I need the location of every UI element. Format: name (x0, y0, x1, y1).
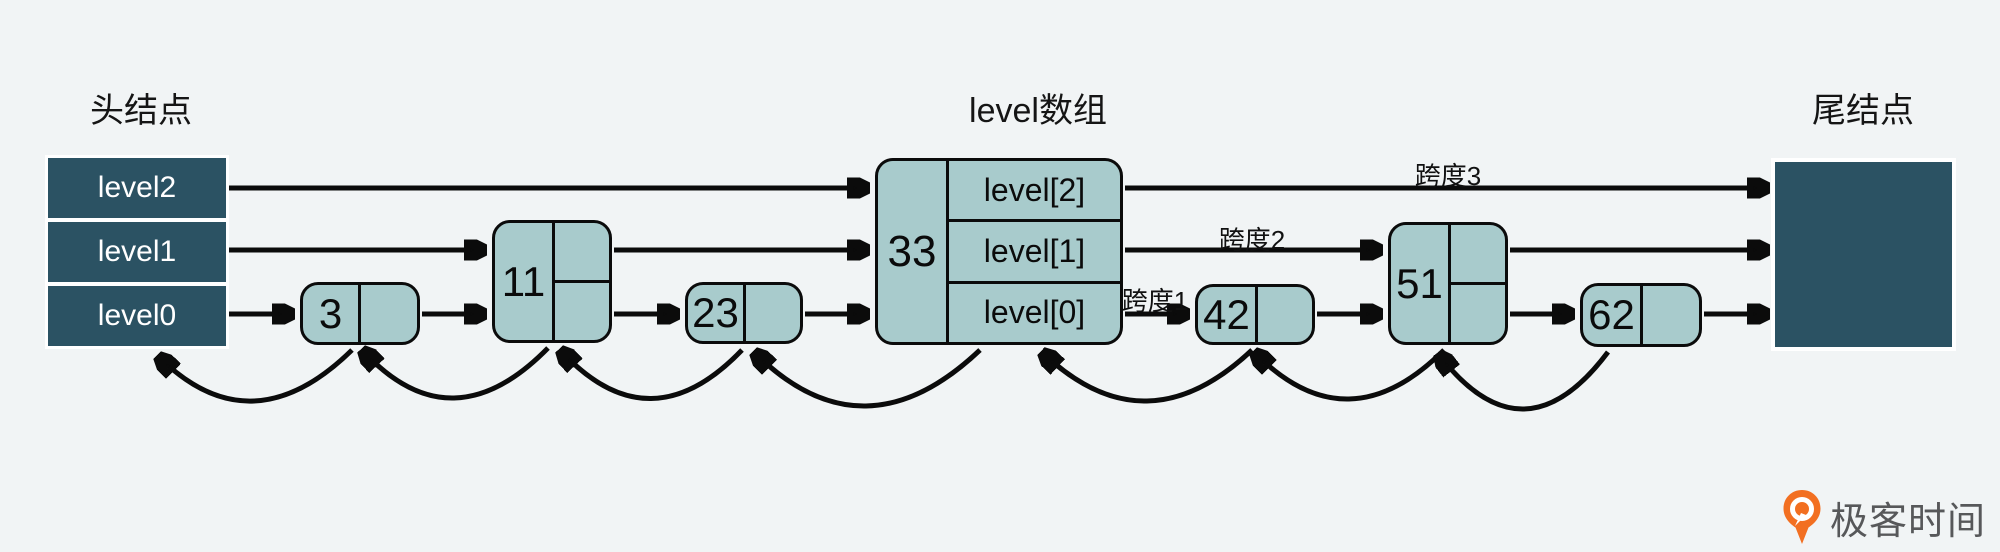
node-23: 23 (685, 282, 803, 344)
node-51: 51 (1388, 222, 1508, 345)
node-51-level0-cell (1451, 282, 1505, 342)
level-array-title: level数组 (969, 92, 1107, 130)
node-11-level1-cell (555, 223, 609, 280)
head-node-title: 头结点 (90, 92, 192, 130)
geektime-pin-icon (1783, 490, 1821, 544)
span3-label: 跨度3 (1414, 161, 1482, 191)
node-11-value: 11 (495, 223, 555, 340)
head-level1-cell: level1 (48, 222, 226, 282)
node-42-value: 42 (1198, 287, 1258, 342)
node-23-pointer-cell (746, 285, 800, 341)
back-arrow-42-to-33 (1044, 350, 1254, 404)
node-62: 62 (1580, 283, 1702, 347)
node-3-value: 3 (303, 285, 361, 342)
node-42-pointer-cell (1258, 287, 1312, 342)
tail-node (1771, 158, 1956, 351)
geektime-logo-text: 极客时间 (1830, 500, 1987, 543)
back-arrow-62-to-51 (1440, 352, 1610, 412)
node-42: 42 (1195, 284, 1315, 345)
node-33-level1-cell: level[1] (949, 219, 1120, 280)
node-23-value: 23 (688, 285, 746, 341)
node-11-pointer-cells (555, 223, 609, 340)
node-11-level0-cell (555, 280, 609, 340)
node-33-level-cells: level[2] level[1] level[0] (949, 161, 1120, 342)
span1-label: 跨度1 (1121, 286, 1189, 316)
node-3-pointer-cell (361, 285, 417, 342)
node-51-level1-cell (1451, 225, 1505, 282)
back-arrow-3-to-head (160, 350, 354, 404)
span2-label: 跨度2 (1218, 225, 1286, 255)
node-51-pointer-cells (1451, 225, 1505, 342)
tail-node-title: 尾结点 (1812, 92, 1914, 130)
node-62-pointer-cell (1643, 286, 1699, 344)
head-level2-cell: level2 (48, 158, 226, 218)
geektime-logo: 极客时间 (1782, 489, 1986, 545)
head-node: level2 level1 level0 (45, 155, 229, 349)
node-51-value: 51 (1391, 225, 1451, 342)
node-3: 3 (300, 282, 420, 345)
node-33-level0-cell: level[0] (949, 280, 1120, 342)
head-level0-cell: level0 (48, 286, 226, 346)
node-33-value: 33 (878, 161, 949, 342)
node-33-level2-cell: level[2] (983, 171, 1086, 208)
node-11: 11 (492, 220, 612, 343)
back-arrow-33-to-23 (756, 350, 982, 409)
back-arrow-51-to-42 (1256, 350, 1446, 402)
back-arrow-23-to-11 (562, 350, 744, 401)
node-33-level-array: 33 level[2] level[1] level[0] (875, 158, 1123, 345)
node-62-value: 62 (1583, 286, 1643, 344)
back-arrow-11-to-3 (364, 348, 550, 401)
